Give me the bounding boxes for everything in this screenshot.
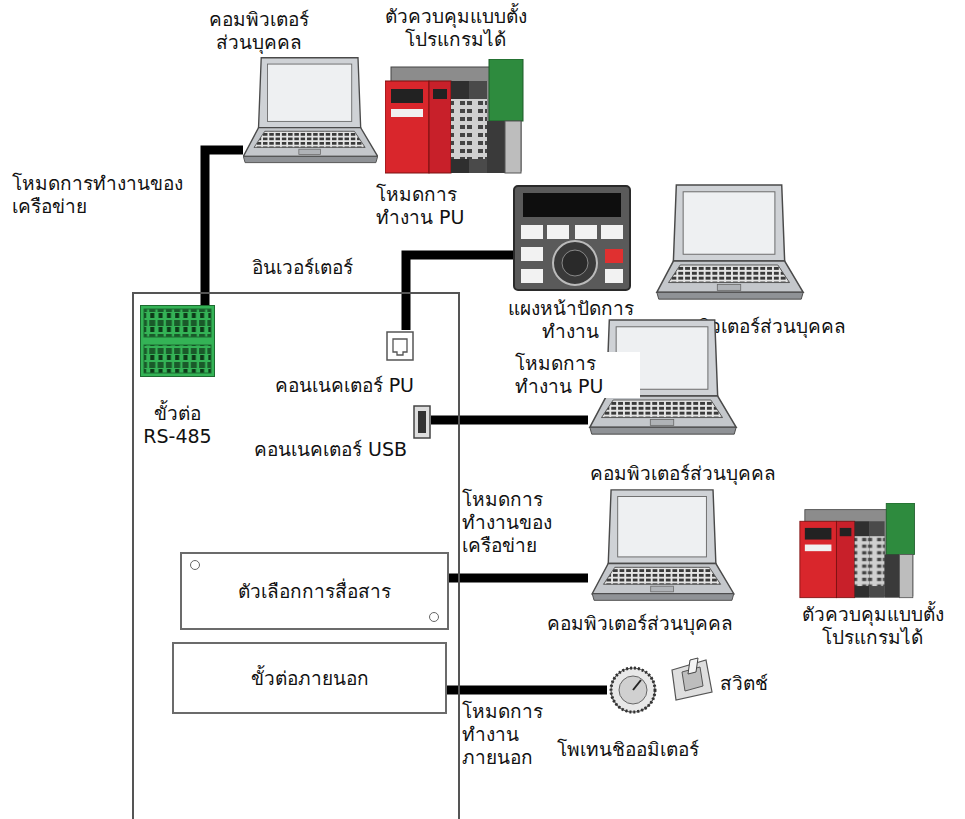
potentiometer: โพเทนชิออมิเตอร์ xyxy=(607,660,659,718)
node-label: คอมพิวเตอร์ ส่วนบุคคล xyxy=(198,8,320,54)
node-label: โพเทนชิออมิเตอร์ xyxy=(557,738,737,761)
node-label: อินเวอร์เตอร์ xyxy=(252,256,392,279)
usb-symbol xyxy=(414,406,430,438)
terminal-symbol xyxy=(141,306,215,377)
laptop-symbol xyxy=(657,185,803,299)
mode-label: โหมดการทำงานของเครือข่าย xyxy=(12,172,190,218)
switch-symbol xyxy=(672,658,712,700)
cable-connector xyxy=(431,416,588,425)
node-label: ขั้วต่อภายนอก xyxy=(251,667,369,690)
personal-computer: คอมพิวเตอร์ ส่วนบุคคล xyxy=(243,8,383,173)
mode-label: โหมดการทำงาน PU xyxy=(376,183,511,229)
mode-label: โหมดการทำงาน PU xyxy=(515,352,640,398)
screw-hole xyxy=(190,560,200,570)
laptop-picture xyxy=(588,488,738,606)
node-label: คอนเนคเตอร์ PU xyxy=(254,374,414,397)
mode-label: โหมดการทำงานภายนอก xyxy=(462,700,554,768)
node-label: สวิตช์ xyxy=(720,672,790,695)
laptop-symbol xyxy=(243,58,377,163)
terminal-picture xyxy=(140,305,215,377)
plc-symbol xyxy=(385,59,523,173)
pot-symbol xyxy=(611,668,655,712)
switch-picture xyxy=(668,652,716,702)
node-label: ตัวควบคุมแบบตั้งโปรแกรมได้ xyxy=(790,603,955,649)
node-label: ตัวควบคุมแบบตั้งโปรแกรมได้ xyxy=(368,5,543,51)
rs485-terminal: ขั้วต่อ RS-485 xyxy=(140,305,217,455)
node-label: คอนเนคเตอร์ USB xyxy=(247,438,407,461)
usb-picture xyxy=(413,405,431,439)
screw-hole xyxy=(429,612,439,622)
personal-computer: คอมพิวเตอร์ส่วนบุคคล xyxy=(655,183,805,308)
operation-panel: แผงหน้าปัดการทำงาน xyxy=(513,185,631,293)
mode-label: โหมดการทำงานของเครือข่าย xyxy=(462,488,574,556)
external-terminal-box: ขั้วต่อภายนอก xyxy=(172,642,447,714)
personal-computer: คอมพิวเตอร์ส่วนบุคคล xyxy=(588,488,743,608)
node-label: คอมพิวเตอร์ส่วนบุคคล xyxy=(520,612,760,635)
communication-option-box: ตัวเลือกการสื่อสาร xyxy=(180,552,449,630)
laptop-picture xyxy=(243,56,378,168)
cable-connector xyxy=(205,150,243,305)
cable-connector xyxy=(447,686,607,695)
laptop-picture xyxy=(655,183,805,305)
switch: สวิตช์ xyxy=(668,652,716,702)
pot-picture xyxy=(607,660,659,718)
programmable-controller: ตัวควบคุมแบบตั้งโปรแกรมได้ xyxy=(785,503,933,603)
plc-picture xyxy=(385,59,525,177)
node-label: ตัวเลือกการสื่อสาร xyxy=(238,580,391,603)
node-label: คอมพิวเตอร์ส่วนบุคคล xyxy=(590,462,890,485)
programmable-controller: ตัวควบคุมแบบตั้งโปรแกรมได้ xyxy=(380,5,530,177)
inverter-housing: อินเวอร์เตอร์ขั้วต่อ RS-485คอนเนคเตอร์ P… xyxy=(132,292,460,819)
panel-symbol xyxy=(514,186,630,290)
cable-connector xyxy=(449,574,588,583)
node-label: ขั้วต่อ RS-485 xyxy=(135,402,220,448)
pu-connector: คอนเนคเตอร์ PU xyxy=(385,330,415,362)
panel-picture xyxy=(513,185,631,291)
pu-symbol xyxy=(387,332,413,360)
plc-symbol xyxy=(800,503,915,598)
laptop-symbol xyxy=(592,490,734,600)
usb-connector: คอนเนคเตอร์ USB xyxy=(413,405,431,439)
plc-picture xyxy=(785,503,931,601)
pu-picture xyxy=(386,331,414,361)
